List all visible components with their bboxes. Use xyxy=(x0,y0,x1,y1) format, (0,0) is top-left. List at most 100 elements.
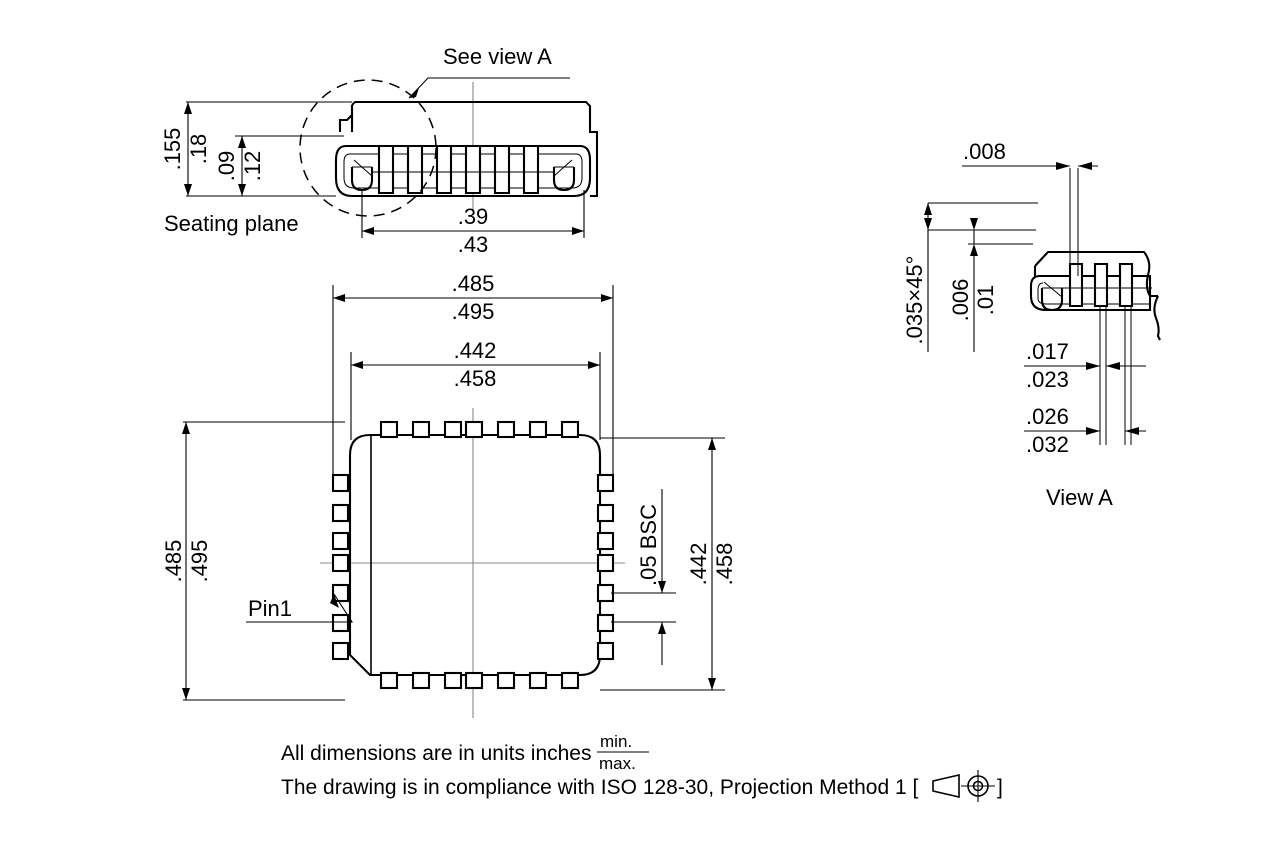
lead-finger xyxy=(377,144,395,195)
pin xyxy=(596,503,615,523)
pin xyxy=(464,420,484,439)
pin xyxy=(496,420,516,439)
dim-overall-height-v-min: .485 xyxy=(161,540,186,583)
dim-overall-width-max: .495 xyxy=(452,299,495,324)
arrowhead-left xyxy=(351,361,363,369)
pin xyxy=(331,503,350,523)
arrowhead-up xyxy=(970,244,978,256)
dim-body-width-max: .458 xyxy=(454,366,497,391)
side-view-lead-fingers xyxy=(372,144,554,195)
lead-finger xyxy=(522,144,540,195)
arrowhead-right xyxy=(588,361,600,369)
arrowhead-left xyxy=(333,294,345,302)
pin xyxy=(331,553,350,573)
leadframe-outer-band xyxy=(334,144,592,198)
arrowhead-down xyxy=(658,581,666,593)
pin xyxy=(411,671,431,690)
dim-lead-pitch-max: .032 xyxy=(1026,432,1069,457)
arrowhead-up xyxy=(182,422,190,434)
dim-overall-height-max: .18 xyxy=(186,134,211,165)
first-angle-projection-symbol xyxy=(932,770,995,802)
arrowhead-down xyxy=(970,218,978,230)
arrowhead-down xyxy=(924,218,932,230)
pin xyxy=(528,671,548,690)
pins-bottom xyxy=(379,671,580,690)
see-view-a-label: See view A xyxy=(443,44,552,69)
arrowhead-left xyxy=(362,227,374,235)
pin xyxy=(379,671,399,690)
view-a-lead-finger xyxy=(1068,262,1084,308)
pin xyxy=(596,641,615,661)
pin xyxy=(331,583,350,603)
note-line-2-suffix: ] xyxy=(997,776,1003,799)
right-j-lead-hook xyxy=(552,167,576,192)
pin xyxy=(464,671,484,690)
pin xyxy=(331,641,350,661)
dim-lead-width-max: .023 xyxy=(1026,367,1069,392)
dim-pitch: .05 BSC xyxy=(636,504,661,586)
pin xyxy=(331,531,350,551)
dim-lead-span-min: .39 xyxy=(458,204,489,229)
arrowhead-right xyxy=(572,227,584,235)
pin xyxy=(443,671,463,690)
dim-overall-height-v-max: .495 xyxy=(187,540,212,583)
projection-cone-icon xyxy=(932,773,960,799)
arrowhead-left xyxy=(1125,427,1139,435)
lead-finger xyxy=(464,144,482,195)
pin xyxy=(528,420,548,439)
arrowhead-right xyxy=(601,294,613,302)
pin xyxy=(596,613,615,633)
arrowhead-up xyxy=(658,622,666,634)
pin1-label: Pin1 xyxy=(248,596,292,621)
see-view-a-leader xyxy=(408,77,570,99)
detail-circle xyxy=(299,79,437,217)
pin xyxy=(331,613,350,633)
pin xyxy=(331,473,350,493)
side-view-body-outline xyxy=(351,100,599,198)
dim-overall-height-min: .155 xyxy=(160,128,185,171)
arrowhead-right xyxy=(1056,162,1070,170)
arrowhead-up xyxy=(184,102,192,114)
view-a-j-lead-diagonal xyxy=(1043,281,1063,298)
see-view-a-arrowhead xyxy=(409,88,419,98)
arrowhead-left xyxy=(1106,362,1120,370)
arrowhead-up xyxy=(708,438,716,450)
side-view-left-step xyxy=(338,114,353,132)
lead-finger xyxy=(406,144,424,195)
view-a-j-lead-hook xyxy=(1040,288,1064,312)
side-view: See view A .155 .18 .09 .12 Seating plan… xyxy=(160,44,599,257)
view-a: .008 .035×45° .006 .01 .017 .023 xyxy=(902,139,1161,510)
arrowhead-right xyxy=(1086,427,1100,435)
view-a-title: View A xyxy=(1046,485,1113,510)
view-a-body-break-line xyxy=(1153,295,1161,341)
seating-plane-label: Seating plane xyxy=(164,211,299,236)
view-a-leadframe-band xyxy=(1029,274,1152,312)
arrowhead-down xyxy=(184,184,192,196)
pin xyxy=(560,671,580,690)
dim-body-height-v-min: .442 xyxy=(686,543,711,586)
dim-lead-thickness-top: .008 xyxy=(963,139,1006,164)
arrowhead-down xyxy=(182,688,190,700)
arrowhead-up xyxy=(238,136,246,148)
right-lead-diagonal xyxy=(553,159,573,177)
note-fraction-numerator: min. xyxy=(600,732,632,751)
arrowhead-right xyxy=(1086,362,1100,370)
pin xyxy=(379,420,399,439)
pin xyxy=(596,531,615,551)
view-a-lead-finger xyxy=(1118,262,1134,308)
dim-lead-span-max: .43 xyxy=(458,232,489,257)
arrowhead-left xyxy=(1078,162,1092,170)
pin1-leader-line xyxy=(246,593,354,623)
dim-chamfer: .035×45° xyxy=(902,256,927,345)
arrowhead-down xyxy=(708,678,716,690)
arrowhead-down xyxy=(238,184,246,196)
dim-lead-width-min: .017 xyxy=(1026,339,1069,364)
note-fraction-denominator: max. xyxy=(599,754,636,773)
drawing-notes: All dimensions are in units inches min. … xyxy=(281,732,1003,802)
pin xyxy=(596,473,615,493)
pin xyxy=(596,583,615,603)
pin xyxy=(443,420,463,439)
